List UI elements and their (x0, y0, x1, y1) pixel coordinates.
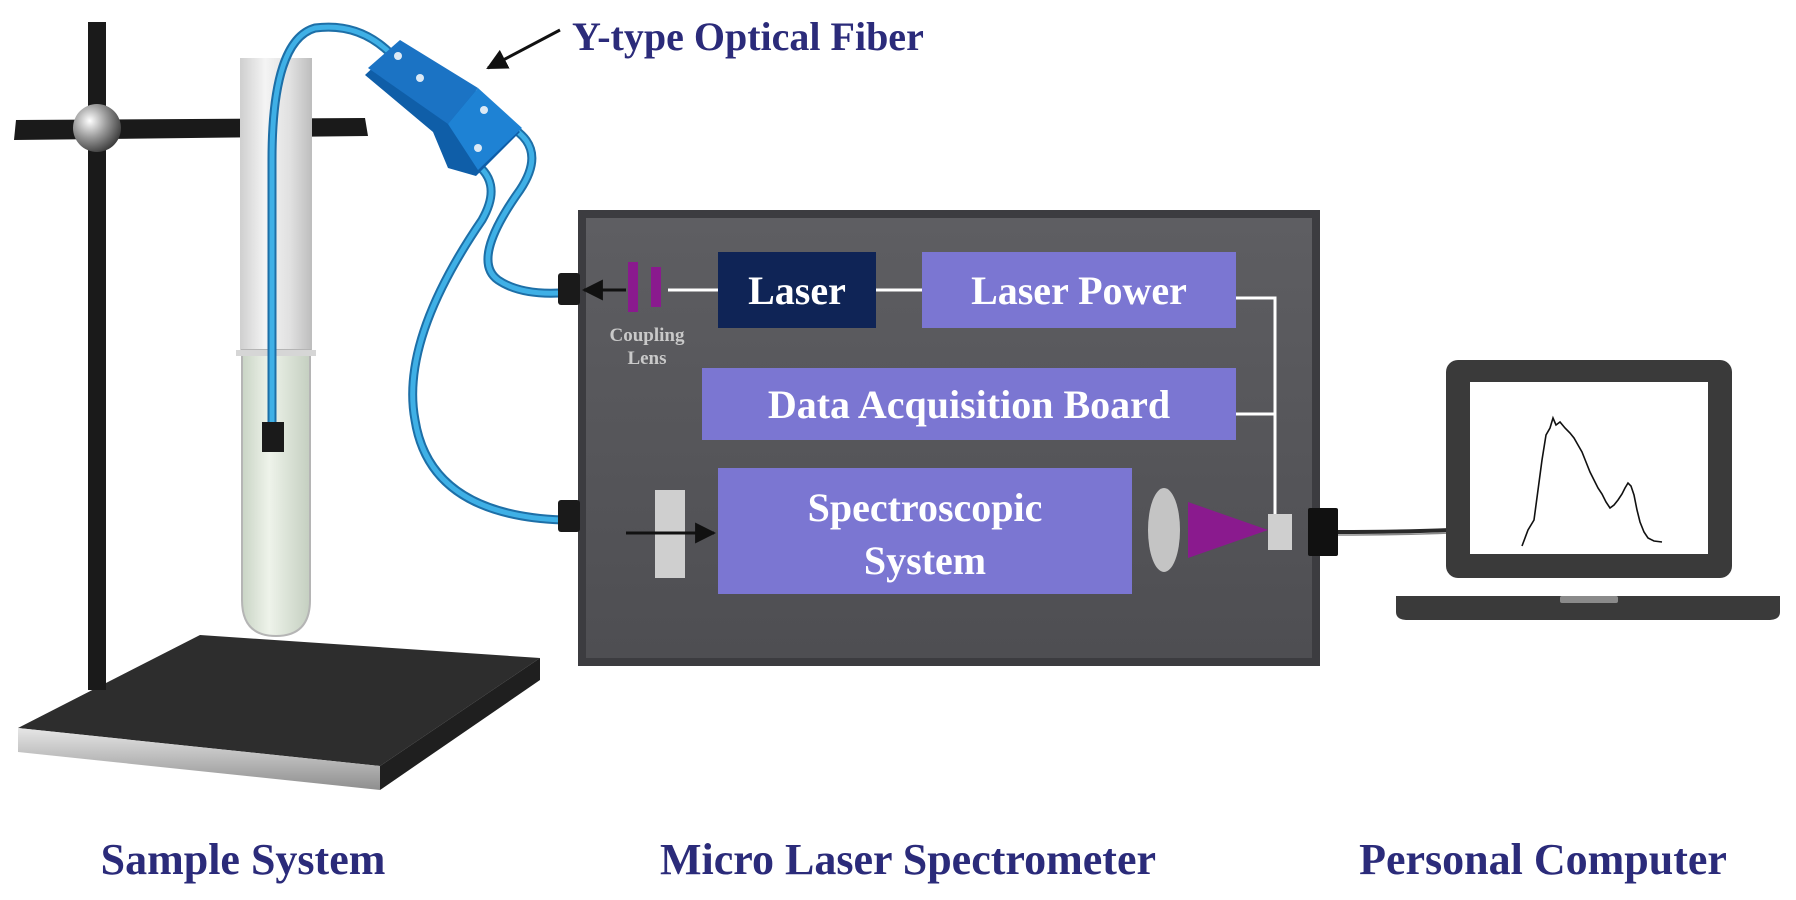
coupling-lens-label-2: Lens (627, 348, 666, 369)
personal-computer-label: Personal Computer (1359, 835, 1727, 884)
stand-base-side (380, 658, 540, 790)
clamp-knob (73, 104, 121, 152)
laser-port (558, 273, 580, 305)
stand-base-top (18, 635, 540, 766)
spectroscopic-label-1: Spectroscopic (808, 485, 1043, 530)
fiber-spectrometer-branch (410, 157, 565, 523)
y-connector-upper (368, 40, 478, 124)
spectrometer-port (558, 500, 580, 532)
lab-stand (14, 22, 540, 790)
usb-connector (1308, 508, 1338, 556)
fiber-title: Y-type Optical Fiber (572, 14, 924, 59)
laser-power-box (922, 252, 1236, 328)
fiber-laser-branch (462, 109, 563, 296)
stand-base-front (18, 728, 380, 790)
laser-power-label: Laser Power (971, 268, 1187, 313)
coupling-lens-icon-2 (651, 267, 661, 307)
coupling-lens-label-1: Coupling (610, 325, 685, 346)
spectroscopic-label-2: System (864, 538, 986, 583)
micro-laser-spectrometer-label: Micro Laser Spectrometer (660, 835, 1156, 884)
y-type-fiber (262, 22, 567, 525)
fiber-probe-tip (262, 422, 284, 452)
usb-cable (1337, 528, 1451, 534)
daq-board-box (702, 368, 1236, 440)
laptop-icon (1396, 360, 1780, 620)
focusing-lens (1148, 488, 1180, 572)
laser-box (718, 252, 876, 328)
internal-wiring (668, 288, 1277, 516)
spectroscopic-system-box (718, 468, 1132, 594)
coupling-lens-icon (628, 262, 638, 312)
laptop-base (1396, 596, 1780, 620)
laptop-trackpad-notch (1560, 596, 1618, 603)
y-connector-lower (448, 88, 522, 170)
laser-label: Laser (748, 268, 846, 313)
tube-liquid (241, 349, 311, 638)
fiber-probe-branch (269, 24, 395, 428)
stand-rod (88, 22, 106, 690)
stand-clamp-arm (14, 118, 368, 140)
sample-system-label: Sample System (101, 835, 386, 884)
fiber-pointer-arrow (486, 28, 561, 70)
detector-sensor (1268, 514, 1292, 550)
detector-cone (1188, 502, 1268, 558)
daq-board-label: Data Acquisition Board (768, 382, 1170, 427)
spectrum-curve-icon (1521, 415, 1663, 547)
